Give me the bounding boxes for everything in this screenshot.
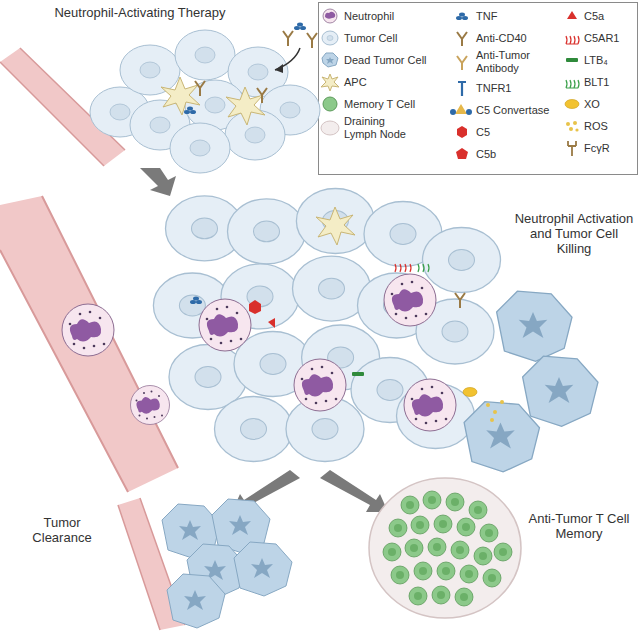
stage-label: Anti-Tumor T Cell Memory [522,512,636,542]
legend-label: TNFR1 [476,82,566,95]
legend-label: C5AR1 [584,32,636,45]
legend-label: C5a [584,10,636,23]
legend-label: FcγR [584,142,636,155]
legend-label: Memory T Cell [344,98,452,111]
legend-label: Neutrophil [344,10,452,23]
legend-label: Draining Lymph Node [344,115,416,140]
legend-label: Anti-CD40 [476,32,566,45]
legend-label: BLT1 [584,76,636,89]
legend-label: LTB₄ [584,54,636,67]
stage-label: Tumor Clearance [14,516,110,546]
legend-label: TNF [476,10,566,23]
legend-label: C5 Convertase [476,104,566,117]
legend-label: XO [584,98,636,111]
legend-label: Dead Tumor Cell [344,54,452,67]
legend-label: ROS [584,120,636,133]
stage-label: Neutrophil Activation and Tumor Cell Kil… [512,212,636,257]
legend-label: Anti-Tumor Antibody [476,49,548,74]
stage-label: Neutrophil-Activating Therapy [30,6,250,21]
legend-label: APC [344,76,452,89]
legend-label: C5b [476,148,566,161]
legend-label: C5 [476,126,566,139]
legend-label: Tumor Cell [344,32,452,45]
